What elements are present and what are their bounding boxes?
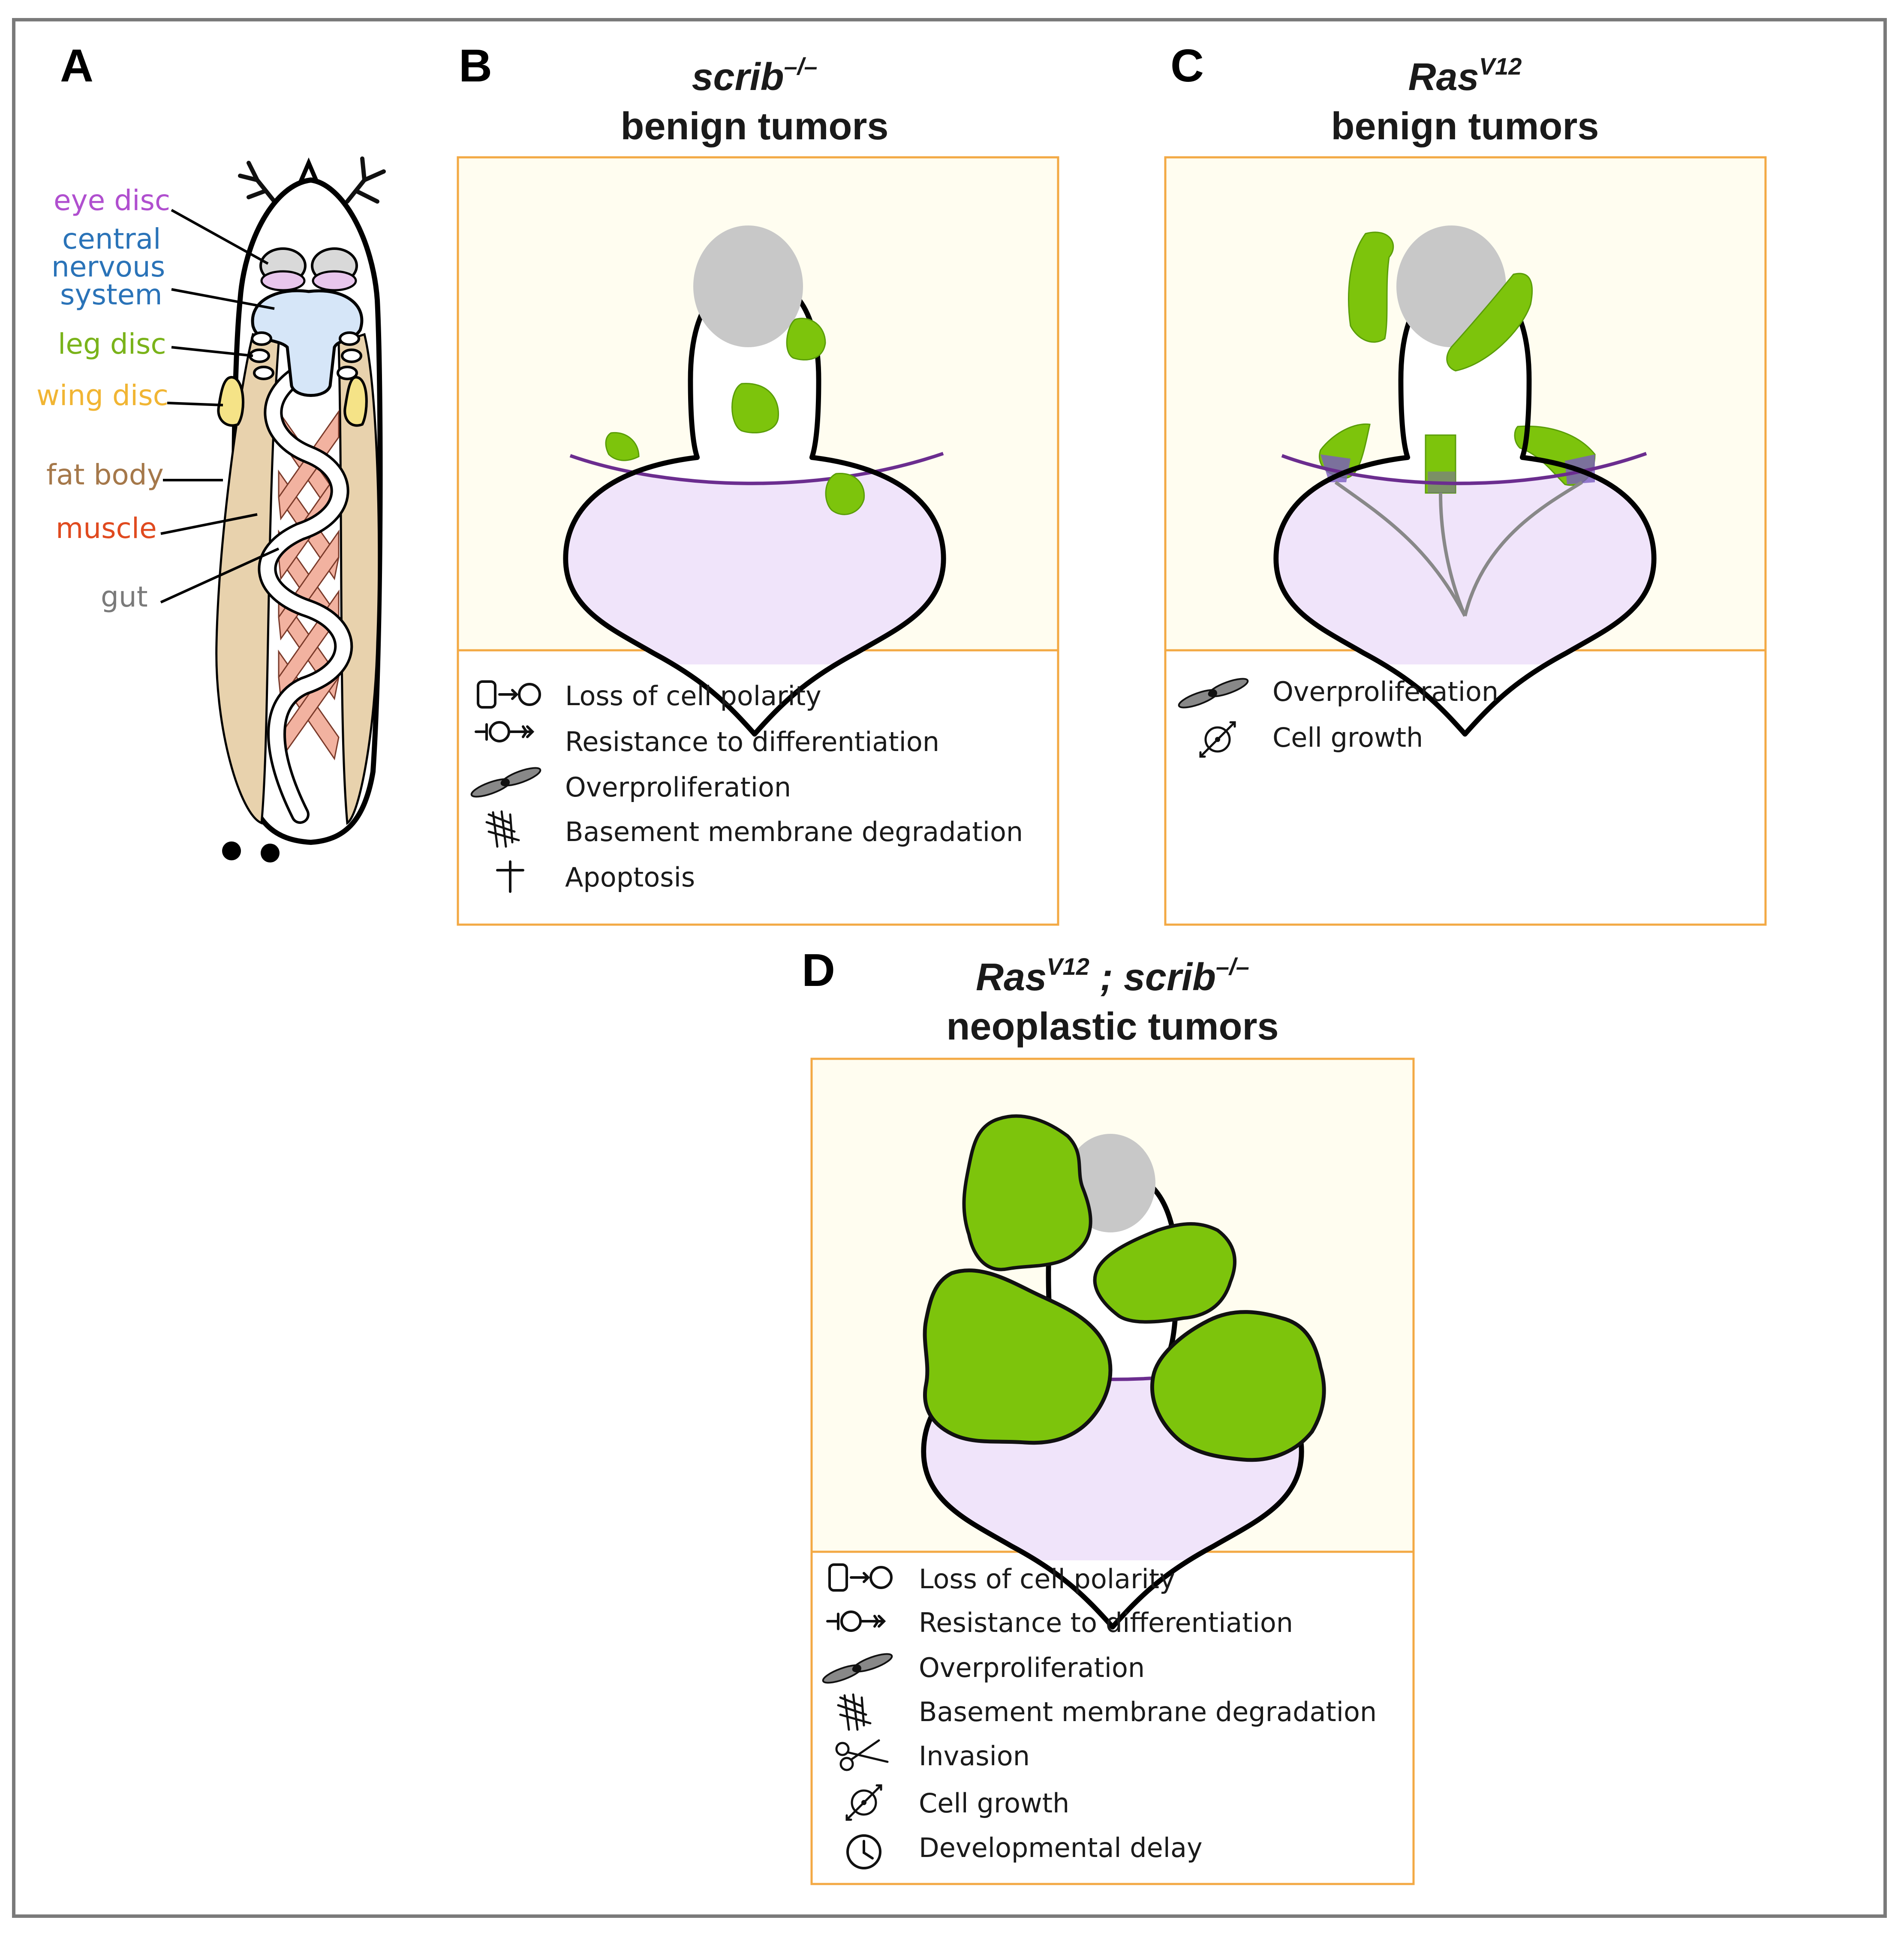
- feature-overproliferation: Overproliferation: [919, 1652, 1145, 1683]
- feature-cell-growth: Cell growth: [919, 1788, 1069, 1819]
- nucleus: [693, 225, 803, 347]
- label-cns-line-1: central: [62, 222, 161, 255]
- leader-lines: [160, 209, 280, 604]
- tumor-clone: [731, 383, 779, 434]
- panel-d-disc: [913, 1114, 1326, 1627]
- feature-resistance-to-differentiation: Resistance to differentiation: [565, 726, 939, 757]
- membrane-degradation-icon: [837, 1693, 872, 1731]
- leg-discs: [249, 331, 362, 380]
- label-muscle: muscle: [56, 512, 157, 545]
- panel-d: D RasV12 ; scrib–/– neoplastic tumors: [802, 944, 1415, 1885]
- panel-b: B scrib–/– benign tumors: [457, 39, 1059, 926]
- tumor-clone: [1446, 273, 1533, 372]
- label-eye-disc: eye disc: [54, 184, 170, 217]
- label-gut: gut: [101, 580, 148, 613]
- panel-c-title: RasV12: [1408, 53, 1522, 99]
- invasion-paths: [1334, 481, 1583, 617]
- panel-c-disc: [1265, 225, 1672, 734]
- overproliferation-icon: [822, 1653, 893, 1684]
- feature-overproliferation: Overproliferation: [1272, 676, 1498, 707]
- wing-disc-left: [217, 376, 244, 427]
- feature-invasion: Invasion: [919, 1740, 1030, 1772]
- overproliferation-icon: [470, 767, 541, 798]
- panel-b-subtitle: benign tumors: [621, 105, 889, 148]
- panel-c-legend-box: [1164, 649, 1767, 926]
- cns-shape: [251, 289, 364, 397]
- tumor-clone: [825, 472, 865, 515]
- label-cns-line-3: system: [60, 278, 162, 311]
- feature-apoptosis: Apoptosis: [565, 862, 695, 893]
- polarity-icon: [828, 1563, 893, 1592]
- panel-b-title: scrib–/–: [692, 53, 818, 99]
- feature-loss-of-cell-polarity: Loss of cell polarity: [919, 1563, 1175, 1595]
- panel-a-letter: A: [60, 39, 93, 91]
- feature-overproliferation: Overproliferation: [565, 772, 791, 803]
- panel-d-subtitle: neoplastic tumors: [946, 1005, 1278, 1048]
- label-leg-disc: leg disc: [58, 328, 166, 361]
- feature-cell-growth: Cell growth: [1272, 722, 1423, 753]
- tumor-mass: [923, 1268, 1113, 1445]
- label-fat-body: fat body: [46, 458, 164, 491]
- cell-growth-icon: [845, 1784, 882, 1821]
- panel-d-title: RasV12 ; scrib–/–: [976, 953, 1249, 999]
- wing-disc-right: [343, 376, 368, 427]
- feature-developmental-delay: Developmental delay: [919, 1832, 1203, 1863]
- overproliferation-icon: [1178, 678, 1249, 709]
- feature-basement-membrane-degradation: Basement membrane degradation: [565, 816, 1023, 847]
- polarity-icon: [477, 680, 541, 709]
- tumor-mass: [1150, 1310, 1326, 1462]
- tumor-mass: [962, 1114, 1092, 1271]
- apoptosis-icon: [496, 860, 524, 893]
- label-wing-disc: wing disc: [36, 379, 168, 412]
- differentiation-icon: [826, 1610, 886, 1632]
- panel-c-subtitle: benign tumors: [1331, 105, 1599, 148]
- tumor-clone: [1348, 231, 1394, 343]
- tumor-clone: [786, 318, 826, 361]
- panel-c: C RasV12 benign tumors: [1164, 39, 1767, 926]
- panel-c-letter: C: [1170, 39, 1204, 91]
- membrane-degradation-icon: [485, 810, 520, 848]
- scissors-icon: [835, 1739, 889, 1771]
- panel-a: A: [36, 39, 386, 862]
- feature-loss-of-cell-polarity: Loss of cell polarity: [565, 680, 821, 712]
- panel-d-letter: D: [802, 944, 835, 996]
- differentiation-icon: [475, 721, 535, 742]
- tumor-clone: [605, 432, 640, 461]
- feature-resistance-to-differentiation: Resistance to differentiation: [919, 1607, 1293, 1638]
- tumor-mass: [1093, 1222, 1236, 1324]
- panel-b-letter: B: [459, 39, 492, 91]
- larva-illustration: [215, 156, 386, 862]
- label-cns-line-2: nervous: [51, 250, 165, 283]
- feature-basement-membrane-degradation: Basement membrane degradation: [919, 1696, 1377, 1728]
- clock-icon: [846, 1834, 881, 1869]
- fat-body-right: [337, 333, 380, 825]
- cell-growth-icon: [1199, 721, 1236, 758]
